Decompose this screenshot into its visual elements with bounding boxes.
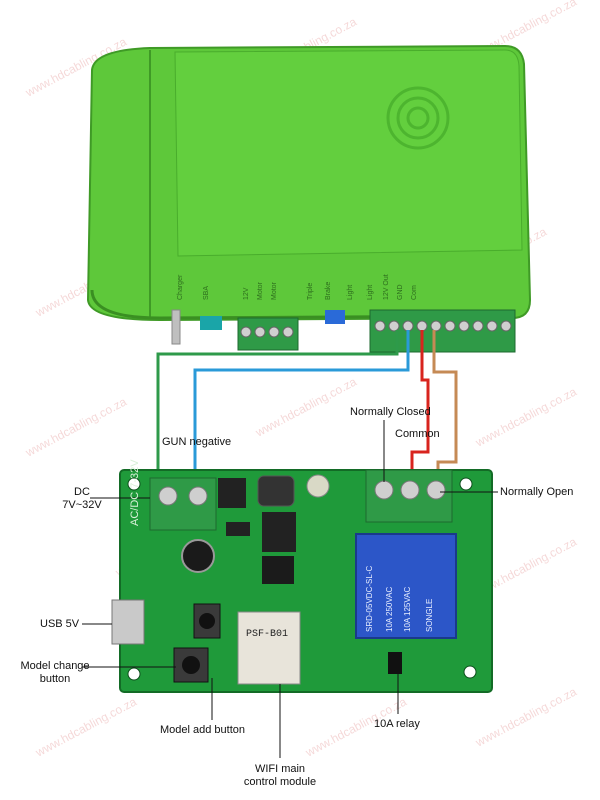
transistor [262, 512, 296, 552]
label-relay: 10A relay [374, 718, 420, 730]
label-dc-line1: DC [74, 486, 90, 498]
label-normally-open: Normally Open [500, 486, 574, 498]
power-terminal-block [149, 477, 217, 531]
model-change-button-cap [199, 613, 215, 629]
label-usb: USB 5V [40, 618, 80, 630]
controller-screw [268, 326, 280, 338]
controller-terminal-label: SBA [203, 286, 210, 300]
controller-terminal-label: Com [411, 285, 418, 300]
callout-lines [82, 420, 498, 758]
relay-marking-text: SRD-05VDC-SL-C [365, 566, 374, 632]
power-screw [188, 486, 208, 506]
controller-terminal-label: 12V Out [383, 274, 390, 300]
label-dc: DC 7V~32V [52, 486, 112, 512]
capacitor-large [181, 539, 215, 573]
pcb-mount-hole [459, 477, 473, 491]
controller-terminal-label: Motor [257, 281, 264, 300]
relay-marking-text: 10A 250VAC [385, 587, 394, 632]
relay-pcb [111, 469, 493, 693]
controller-terminal-label: Light [347, 285, 354, 300]
wifi-module [237, 611, 301, 685]
pcb-silkscreen: AC/DC 7-32V [129, 459, 141, 526]
controller-screw [458, 320, 470, 332]
controller-terminal-label: GND [397, 284, 404, 300]
relay-body [355, 533, 457, 639]
controller-screw [430, 320, 442, 332]
controller-bottom-edge [90, 289, 513, 320]
controller-screw [444, 320, 456, 332]
label-normally-closed: Normally Closed [350, 406, 431, 418]
controller-pin [171, 309, 181, 345]
controller-screw [416, 320, 428, 332]
controller-screw [240, 326, 252, 338]
fingerprint-logo-icon [386, 86, 450, 150]
relay-markings: SRD-05VDC-SL-C 10A 250VAC 10A 125VAC SONGLE [365, 566, 434, 632]
usb-port [111, 599, 145, 645]
controller-screw [388, 320, 400, 332]
controller-box: Charger SBA 12V Motor Motor Triple Brake Light L… [86, 44, 532, 353]
relay-screw-nc [374, 480, 394, 500]
relay-marking-text: 10A 125VAC [403, 587, 412, 632]
controller-top-face [174, 49, 523, 257]
relay-marking-text: SONGLE [425, 599, 434, 632]
controller-screw [472, 320, 484, 332]
label-model-change: Model change button [10, 660, 100, 686]
controller-screw [282, 326, 294, 338]
controller-connector-teal [200, 316, 222, 330]
pcb-mount-hole [127, 667, 141, 681]
wire-red [410, 330, 430, 492]
jumper [388, 652, 402, 674]
controller-connector-blue [325, 310, 345, 324]
wire-green [156, 330, 399, 494]
inductor [257, 475, 295, 507]
label-wifi-line1: WIFI main [254, 763, 306, 775]
controller-screw [254, 326, 266, 338]
controller-screw [402, 320, 414, 332]
ic-chip [262, 556, 294, 584]
wire-brown [432, 330, 458, 492]
label-wifi: WIFI main control module [230, 763, 330, 789]
power-screw [158, 486, 178, 506]
pcb-mount-hole [127, 477, 141, 491]
pcb-mount-hole [463, 665, 477, 679]
label-gun-negative: GUN negative [162, 436, 232, 448]
label-model-change-line2: button [39, 673, 71, 685]
controller-screw [374, 320, 386, 332]
label-model-change-line1: Model change [20, 660, 90, 672]
regulator-chip [218, 478, 246, 508]
controller-terminal-label: Brake [325, 282, 332, 300]
capacitor-small [306, 474, 330, 498]
controller-screw [500, 320, 512, 332]
label-common: Common [395, 428, 440, 440]
controller-screws [240, 320, 512, 338]
diode [226, 522, 250, 536]
controller-terminal-label: Motor [271, 281, 278, 300]
controller-terminal-labels: Charger SBA 12V Motor Motor Triple Brake Light L… [177, 274, 418, 300]
model-add-button-cap [182, 656, 200, 674]
controller-terminal-label: 12V [243, 287, 250, 300]
label-model-add: Model add button [160, 724, 246, 736]
controller-terminal-label: Light [367, 285, 374, 300]
relay-screw-no [426, 480, 446, 500]
wires [156, 330, 458, 494]
controller-terminal-label: Charger [177, 274, 184, 300]
controller-screw [486, 320, 498, 332]
label-dc-line2: 7V~32V [62, 499, 102, 511]
wifi-module-text: PSF-B01 [246, 629, 288, 640]
wire-blue [193, 330, 410, 494]
label-wifi-line2: control module [243, 776, 317, 788]
controller-terminal-label: Triple [307, 283, 314, 300]
relay-screw-com [400, 480, 420, 500]
